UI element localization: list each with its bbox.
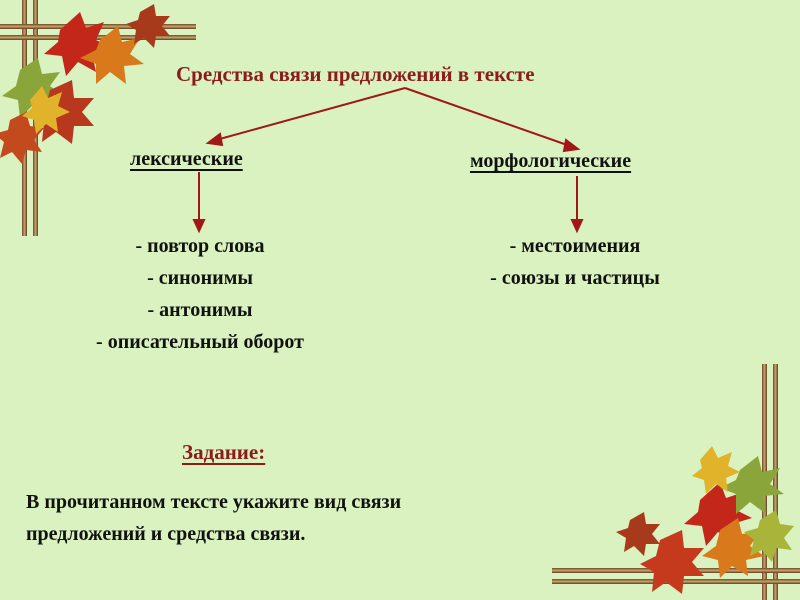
leaves-bottom-right-icon bbox=[616, 446, 794, 594]
list-item: - союзы и частицы bbox=[490, 267, 660, 289]
diagram-arrows bbox=[192, 87, 584, 234]
branch-lexical-label: лексические bbox=[130, 148, 243, 170]
arrow-to-morphological bbox=[404, 87, 571, 147]
task-text: В прочитанном тексте укажите вид связи п… bbox=[26, 486, 586, 550]
list-item: - синонимы bbox=[147, 267, 253, 289]
leaves-top-left-icon bbox=[0, 4, 170, 164]
lexical-means-list: - повтор слова - синонимы - антонимы - о… bbox=[30, 230, 370, 358]
list-item: - антонимы bbox=[147, 299, 253, 321]
task-text-line: предложений и средства связи. bbox=[26, 523, 306, 545]
list-item: - повтор слова bbox=[135, 235, 265, 257]
list-item: - местоимения bbox=[509, 235, 641, 257]
morphological-means-list: - местоимения - союзы и частицы bbox=[440, 230, 710, 294]
page-title: Средства связи предложений в тексте bbox=[176, 62, 535, 86]
branch-morphological-label: морфологические bbox=[470, 150, 632, 172]
task-heading: Задание: bbox=[182, 440, 266, 464]
arrow-to-lexical bbox=[215, 87, 406, 141]
task-text-line: В прочитанном тексте укажите вид связи bbox=[26, 491, 402, 513]
list-item: - описательный оборот bbox=[96, 331, 304, 353]
